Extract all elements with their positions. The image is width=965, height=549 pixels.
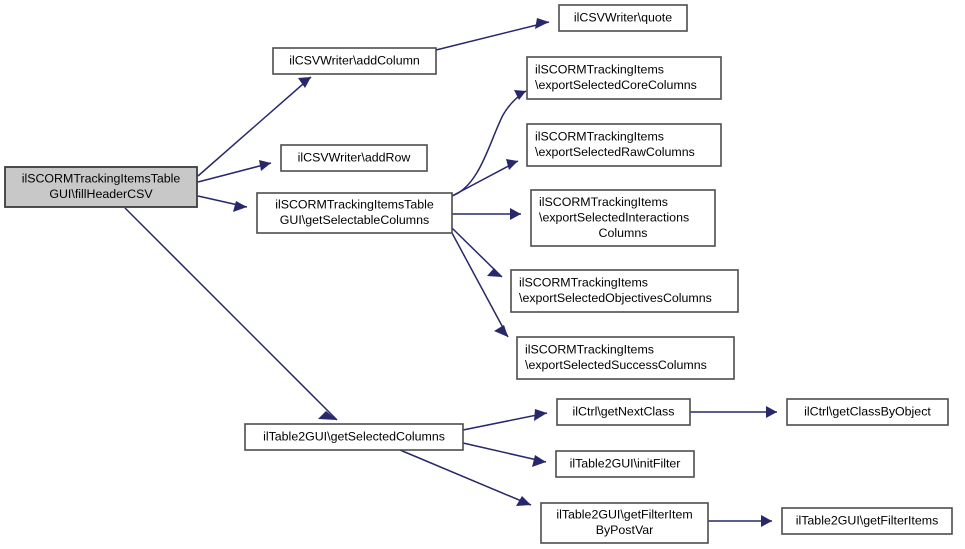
node-label-line: \exportSelectedObjectivesColumns xyxy=(519,291,712,305)
arrowhead xyxy=(298,77,311,88)
node-box[interactable] xyxy=(781,507,953,535)
node-addRow[interactable]: ilCSVWriter\addRow xyxy=(280,144,428,172)
edge-getSelectableColumns-to-exportObjectives xyxy=(451,227,503,278)
arrowhead xyxy=(761,515,772,527)
node-getClassByObject[interactable]: ilCtrl\getClassByObject xyxy=(786,398,949,426)
node-label-line: GUI\fillHeaderCSV xyxy=(49,187,153,201)
node-getSelectableColumns[interactable]: ilSCORMTrackingItemsTableGUI\getSelectab… xyxy=(256,192,453,234)
node-exportInteractions[interactable]: ilSCORMTrackingItems\exportSelectedInter… xyxy=(530,189,716,247)
node-box[interactable] xyxy=(244,423,464,451)
edge-getSelectableColumns-to-exportRaw xyxy=(451,159,519,197)
node-box[interactable] xyxy=(526,123,722,167)
node-box[interactable] xyxy=(510,269,739,313)
node-initFilter[interactable]: ilTable2GUI\initFilter xyxy=(555,450,695,478)
edge-root-to-addRow xyxy=(197,160,272,183)
node-box[interactable] xyxy=(256,192,453,234)
node-box[interactable] xyxy=(556,398,691,426)
arrowhead xyxy=(494,325,508,337)
node-box[interactable] xyxy=(516,336,735,380)
node-box[interactable] xyxy=(786,398,949,426)
arrowhead xyxy=(532,455,546,467)
edge-root-to-getSelectedColumns xyxy=(124,207,338,421)
node-label-line: ilCtrl\getNextClass xyxy=(573,404,675,418)
node-box[interactable] xyxy=(272,47,437,75)
node-layer: ilSCORMTrackingItemsTableGUI\fillHeaderC… xyxy=(4,4,953,544)
node-label-line: ilSCORMTrackingItems xyxy=(535,63,664,77)
node-getNextClass[interactable]: ilCtrl\getNextClass xyxy=(556,398,691,426)
node-label-line: ilSCORMTrackingItemsTable xyxy=(275,198,434,212)
node-getFilterItems[interactable]: ilTable2GUI\getFilterItems xyxy=(781,507,953,535)
arrowhead xyxy=(510,208,521,220)
node-quote[interactable]: ilCSVWriter\quote xyxy=(558,4,688,32)
edge-getSelectableColumns-to-exportSuccess xyxy=(451,232,509,338)
edge-getSelectableColumns-to-exportInteractions xyxy=(452,208,521,220)
arrowhead xyxy=(233,201,247,212)
node-label-line: ilSCORMTrackingItems xyxy=(535,130,664,144)
arrowhead xyxy=(534,409,547,421)
node-exportObjectives[interactable]: ilSCORMTrackingItems\exportSelectedObjec… xyxy=(510,269,739,313)
node-box[interactable] xyxy=(530,189,716,247)
node-label-line: ilCtrl\getClassByObject xyxy=(804,404,931,418)
node-label-line: ilTable2GUI\getSelectedColumns xyxy=(263,429,445,443)
node-box[interactable] xyxy=(280,144,428,172)
node-label-line: ilSCORMTrackingItemsTable xyxy=(22,172,181,186)
node-label-line: ilCSVWriter\quote xyxy=(574,10,672,24)
arrowhead xyxy=(766,406,777,418)
node-label-line: Columns xyxy=(599,226,648,240)
edge-getSelectableColumns-to-exportCore xyxy=(451,90,527,197)
edge-getSelectedColumns-to-initFilter xyxy=(462,442,547,467)
node-label-line: ilCSVWriter\addRow xyxy=(298,150,411,164)
edge-getSelectedColumns-to-getNextClass xyxy=(462,409,548,431)
node-box[interactable] xyxy=(558,4,688,32)
arrowhead xyxy=(487,268,502,277)
node-label-line: \exportSelectedSuccessColumns xyxy=(525,358,707,372)
edge-getFilterItemByPostVar-to-getFilterItems xyxy=(708,515,772,527)
node-label-line: ilTable2GUI\getFilterItem xyxy=(556,508,692,522)
arrowhead xyxy=(514,90,526,100)
arrowhead xyxy=(516,496,531,506)
node-label-line: ilSCORMTrackingItems xyxy=(539,195,668,209)
node-box[interactable] xyxy=(526,56,722,100)
node-label-line: ilSCORMTrackingItems xyxy=(525,343,654,357)
arrowhead xyxy=(535,18,549,29)
arrowhead xyxy=(259,160,271,171)
node-label-line: ilSCORMTrackingItems xyxy=(519,276,648,290)
node-label-line: ByPostVar xyxy=(596,523,654,537)
arrowhead xyxy=(506,159,518,170)
node-getSelectedColumns[interactable]: ilTable2GUI\getSelectedColumns xyxy=(244,423,464,451)
edge-root-to-getSelectableColumns xyxy=(197,195,248,212)
node-label-line: \exportSelectedCoreColumns xyxy=(535,78,697,92)
edge-getSelectedColumns-to-getFilterItemByPostVar xyxy=(399,449,532,506)
node-box[interactable] xyxy=(4,166,198,208)
node-addColumn[interactable]: ilCSVWriter\addColumn xyxy=(272,47,437,75)
node-label-line: \exportSelectedInteractions xyxy=(539,210,689,224)
edge-layer xyxy=(124,18,777,527)
edge-getNextClass-to-getClassByObject xyxy=(690,406,777,418)
node-label-line: ilCSVWriter\addColumn xyxy=(289,53,420,67)
node-exportCore[interactable]: ilSCORMTrackingItems\exportSelectedCoreC… xyxy=(526,56,722,100)
node-label-line: \exportSelectedRawColumns xyxy=(535,145,695,159)
node-root[interactable]: ilSCORMTrackingItemsTableGUI\fillHeaderC… xyxy=(4,166,198,208)
node-label-line: ilTable2GUI\initFilter xyxy=(570,456,681,470)
node-exportRaw[interactable]: ilSCORMTrackingItems\exportSelectedRawCo… xyxy=(526,123,722,167)
edge-root-to-addColumn xyxy=(197,76,312,177)
node-exportSuccess[interactable]: ilSCORMTrackingItems\exportSelectedSucce… xyxy=(516,336,735,380)
node-box[interactable] xyxy=(555,450,695,478)
edge-addColumn-to-quote xyxy=(435,18,550,51)
node-box[interactable] xyxy=(540,502,709,544)
arrowhead xyxy=(318,411,337,420)
node-label-line: GUI\getSelectableColumns xyxy=(280,213,429,227)
node-label-line: ilTable2GUI\getFilterItems xyxy=(796,513,939,527)
